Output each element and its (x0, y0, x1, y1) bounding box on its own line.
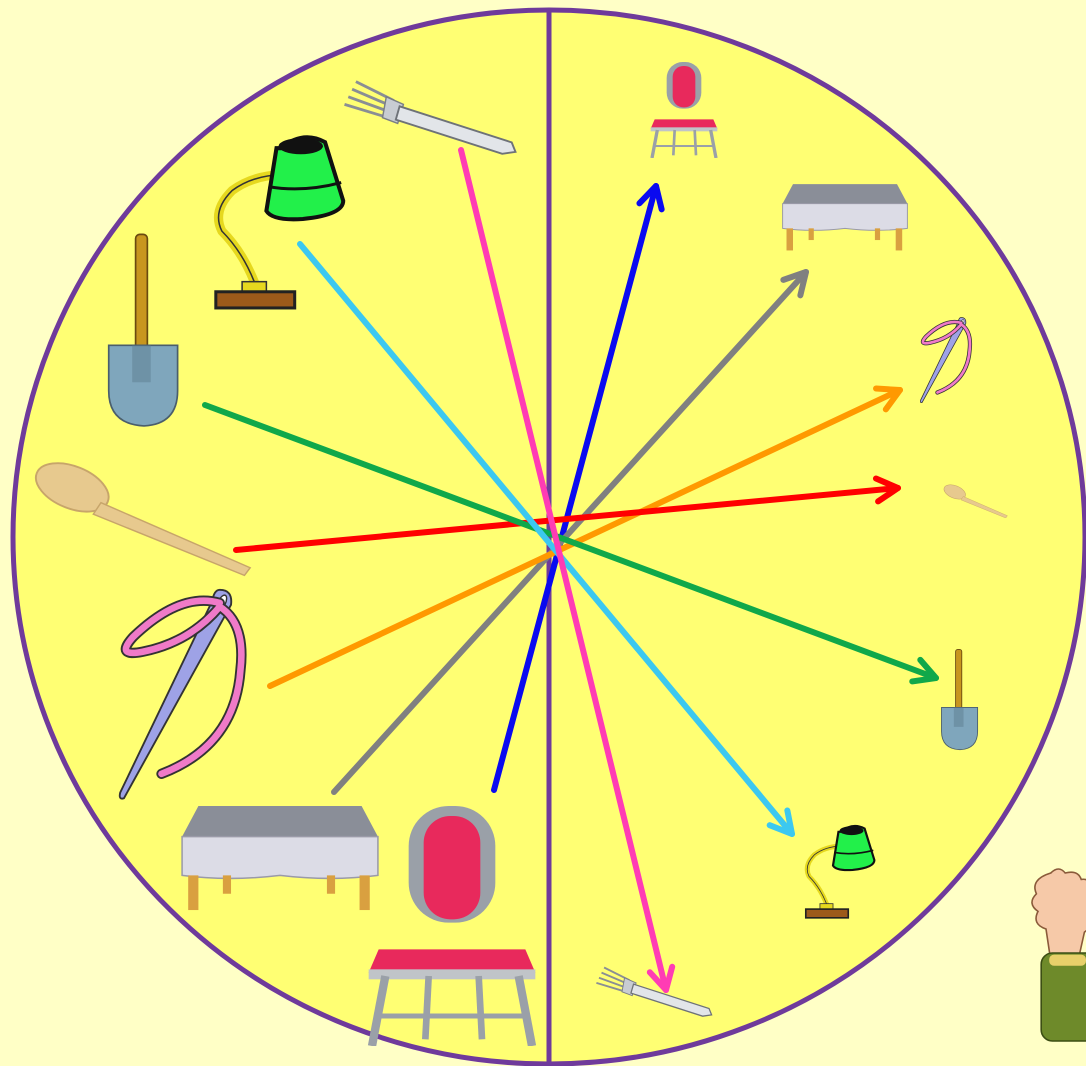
mascot-hand-icon (1032, 869, 1086, 1041)
